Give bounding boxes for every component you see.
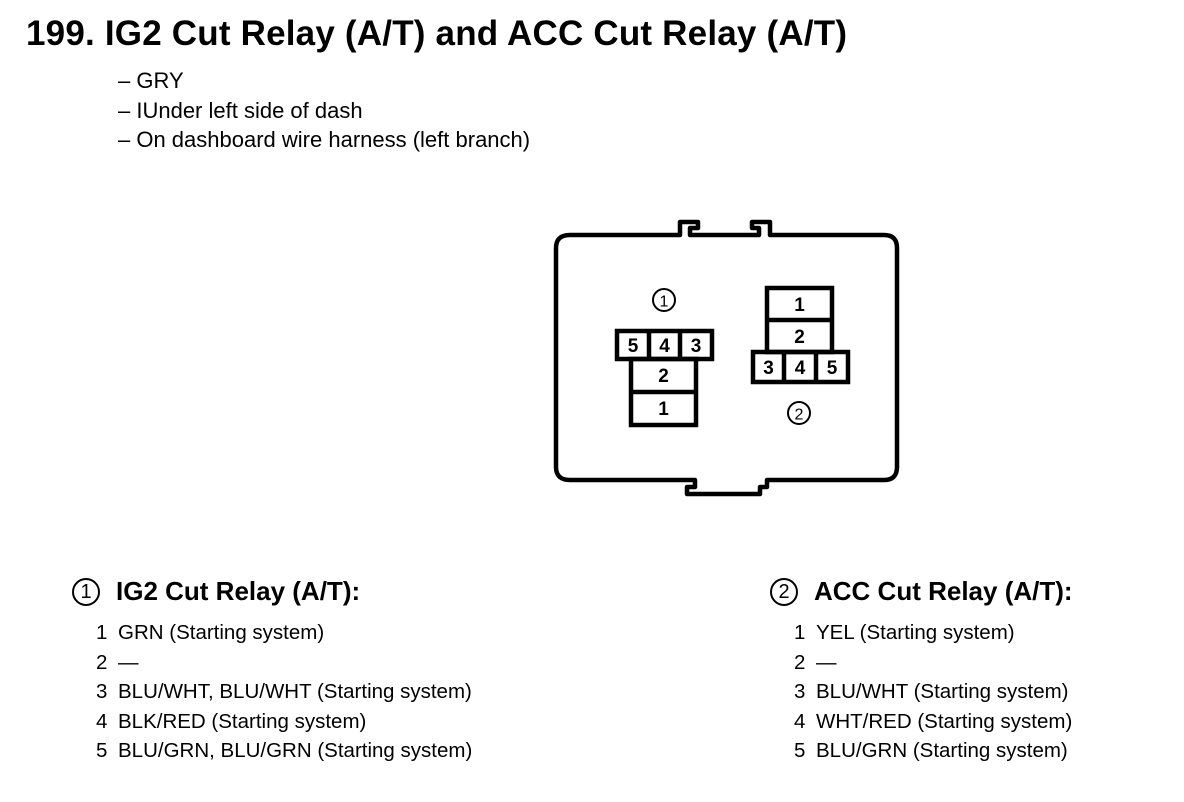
- relay2-pin-2: 2: [794, 327, 805, 348]
- note-location: – IUnder left side of dash: [118, 97, 363, 123]
- pin-number: 2: [794, 650, 806, 674]
- pin-row: 4 WHT/RED (Starting system): [794, 707, 1072, 737]
- pin-description: BLU/GRN (Starting system): [816, 739, 1068, 762]
- relay2-bottom-row: [750, 349, 851, 385]
- pin-description: WHT/RED (Starting system): [816, 709, 1073, 733]
- pin-description: —: [118, 650, 139, 674]
- pin-description: —: [816, 650, 837, 674]
- pin-row: 1 YEL (Starting system): [794, 618, 1072, 648]
- note-harness: – On dashboard wire harness (left branch…: [118, 127, 531, 152]
- pin-number: 3: [794, 680, 806, 703]
- relay1-marker-number: 1: [660, 294, 669, 311]
- pin-description: BLU/WHT, BLU/WHT (Starting system): [118, 680, 472, 703]
- relay2-marker-number: 2: [795, 407, 804, 424]
- pin-row: 5 BLU/GRN, BLU/GRN (Starting system): [96, 736, 472, 766]
- page-title: 199. IG2 Cut Relay (A/T) and ACC Cut Rel…: [26, 14, 848, 53]
- relay1-pin-3: 3: [691, 336, 702, 357]
- legend-title: IG2 Cut Relay (A/T):: [116, 576, 361, 606]
- pin-number: 5: [96, 739, 108, 762]
- relay1-pin-2: 2: [658, 366, 669, 387]
- relay2-pin-5: 5: [827, 358, 838, 379]
- note-color: – GRY: [118, 68, 184, 93]
- pin-row: 2—: [96, 648, 472, 678]
- pin-row: 3 BLU/WHT, BLU/WHT (Starting system): [96, 677, 472, 707]
- pin-description: YEL (Starting system): [816, 621, 1015, 644]
- pin-row: 1 GRN (Starting system): [96, 618, 472, 648]
- pin-description: BLU/WHT (Starting system): [816, 680, 1069, 703]
- relay2-marker-circle: [787, 401, 811, 425]
- pin-number: 1: [96, 621, 108, 644]
- pin-number: 5: [794, 739, 806, 762]
- pin-description: BLK/RED (Starting system): [118, 709, 367, 733]
- connector-notes: – GRY – IUnder left side of dash – On da…: [118, 66, 530, 155]
- pin-number: 2: [96, 650, 108, 674]
- relay1-marker-circle: [652, 288, 676, 312]
- pin-row: 4 BLK/RED (Starting system): [96, 707, 472, 737]
- pin-number: 4: [794, 709, 806, 733]
- pin-number: 4: [96, 709, 108, 733]
- relay2-pin-3: 3: [763, 358, 774, 379]
- relay2-pin-4: 4: [795, 358, 806, 379]
- relay1-pin-5: 5: [628, 336, 639, 357]
- legend-title: ACC Cut Relay (A/T):: [814, 576, 1073, 606]
- relay1-pin-4: 4: [659, 336, 670, 357]
- legend-marker: 2: [770, 578, 798, 606]
- pin-row: 5 BLU/GRN (Starting system): [794, 736, 1072, 766]
- relay2-pin-1: 1: [794, 295, 805, 316]
- pin-description: GRN (Starting system): [118, 621, 325, 644]
- pin-row: 3 BLU/WHT (Starting system): [794, 677, 1072, 707]
- pin-row: 2—: [794, 648, 1072, 678]
- relay1-pin-1: 1: [658, 399, 669, 420]
- legend-marker: 1: [72, 578, 100, 606]
- pin-description: BLU/GRN, BLU/GRN (Starting system): [118, 739, 473, 762]
- pin-number: 1: [794, 621, 806, 644]
- connector-housing: [553, 219, 900, 497]
- pin-number: 3: [96, 680, 108, 703]
